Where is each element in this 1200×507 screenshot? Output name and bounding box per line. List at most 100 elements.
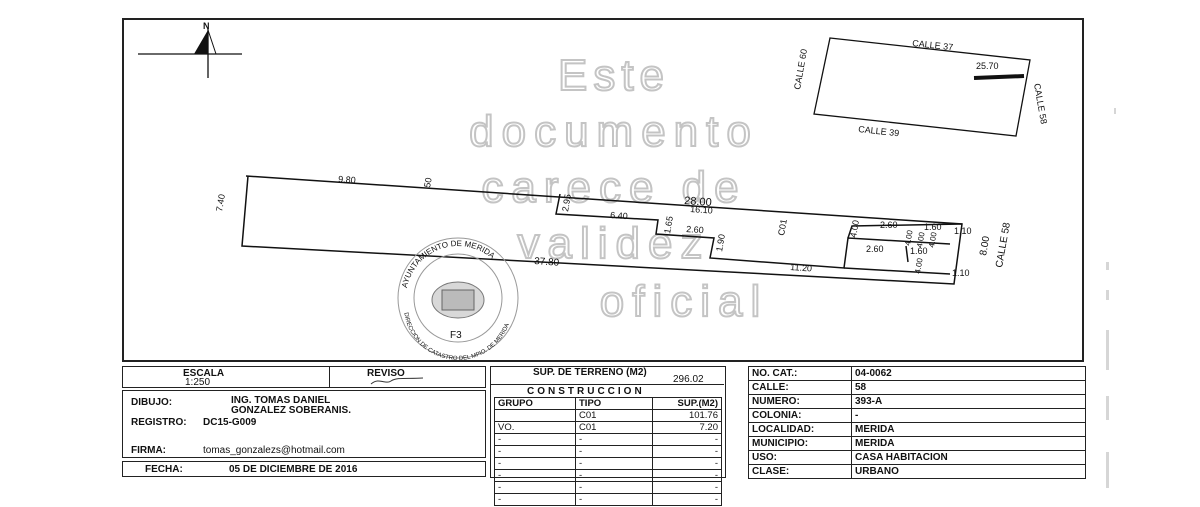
scan-margin	[1100, 0, 1200, 507]
table-row: - - -	[494, 457, 722, 470]
cell: C01	[575, 409, 653, 422]
cell: -	[652, 457, 722, 470]
scan-artifact	[1106, 262, 1109, 270]
dim-bottom-right: 11.20	[790, 262, 813, 274]
north-arrow-icon: N	[138, 21, 242, 78]
registro-label: REGISTRO:	[131, 417, 187, 428]
cell: -	[575, 445, 653, 458]
info-value: 04-0062	[851, 366, 1086, 381]
table-row: - - -	[494, 493, 722, 506]
fecha-value: 05 DE DICIEMBRE DE 2016	[229, 464, 358, 475]
street-left: CALLE 60	[792, 48, 809, 90]
info-label: CLASE:	[748, 464, 852, 479]
cell: -	[652, 445, 722, 458]
watermark: Este documento carece de validez oficial	[468, 50, 761, 327]
watermark-line-2: documento	[469, 107, 759, 156]
north-label: N	[203, 21, 210, 31]
scan-artifact	[1106, 452, 1109, 488]
dibujo-line-1: ING. TOMAS DANIEL	[231, 395, 331, 406]
table-row: - - -	[494, 445, 722, 458]
escala-reviso-box: ESCALA 1:250 REVISO	[122, 366, 486, 388]
street-bottom: CALLE 39	[858, 124, 900, 138]
info-value: URBANO	[851, 464, 1086, 479]
info-value: CASA HABITACION	[851, 450, 1086, 465]
info-row: COLONIA: -	[748, 408, 1086, 423]
watermark-line-1: Este	[558, 51, 670, 100]
dim-d13: 2.60	[866, 244, 884, 254]
sup-terreno-value: 296.02	[673, 374, 704, 385]
cell: -	[494, 481, 576, 494]
info-row: CLASE: URBANO	[748, 464, 1086, 479]
room-label: C01	[776, 218, 789, 236]
property-info-table: NO. CAT.: 04-0062 CALLE: 58 NUMERO: 393-…	[748, 366, 1086, 479]
info-label: COLONIA:	[748, 408, 852, 423]
scan-artifact	[1106, 330, 1109, 370]
registro-value: DC15-G009	[203, 417, 257, 428]
info-label: USO:	[748, 450, 852, 465]
cell: -	[652, 481, 722, 494]
dim-d11: 4.00	[915, 231, 927, 248]
cell: -	[652, 469, 722, 482]
dim-top-long: 28.00	[684, 195, 712, 209]
location-map: CALLE 37 CALLE 39 CALLE 60 CALLE 58 25.7…	[792, 37, 1049, 138]
cell: -	[575, 469, 653, 482]
dim-d4: 2.60	[686, 224, 704, 235]
lot-dimensions: 7.40 9.80 50 28.00 16.10 37.80 11.20 2.9…	[214, 174, 1013, 278]
firma-label: FIRMA:	[131, 445, 166, 456]
info-value: -	[851, 408, 1086, 423]
dim-d16: 1.10	[952, 268, 970, 278]
cell: -	[652, 493, 722, 506]
dibujo-label: DIBUJO:	[131, 397, 173, 408]
info-label: LOCALIDAD:	[748, 422, 852, 437]
info-label: MUNICIPIO:	[748, 436, 852, 451]
seal-code: F3	[450, 330, 462, 341]
cell: VO.	[494, 421, 576, 434]
scan-artifact	[1106, 396, 1109, 420]
table-row: VO. C01 7.20	[494, 421, 722, 434]
dim-d5: 1.90	[714, 233, 727, 252]
firma-value: tomas_gonzalezs@hotmail.com	[203, 445, 345, 456]
street-right: CALLE 58	[1032, 83, 1049, 125]
cell: 7.20	[652, 421, 722, 434]
dim-d9: 1.10	[954, 226, 972, 236]
construccion-label: CONSTRUCCION	[527, 386, 645, 397]
dim-d3: 1.65	[662, 215, 675, 234]
construccion-header-row: GRUPO TIPO SUP.(M2)	[494, 397, 722, 410]
cell: -	[575, 493, 653, 506]
info-row: NO. CAT.: 04-0062	[748, 366, 1086, 381]
table-row: C01 101.76	[494, 409, 722, 422]
cell: -	[575, 481, 653, 494]
info-row: NUMERO: 393-A	[748, 394, 1086, 409]
table-row: - - -	[494, 433, 722, 446]
cell: -	[575, 457, 653, 470]
dim-d6: 4.00	[848, 219, 861, 238]
watermark-line-4: validez	[518, 219, 711, 268]
scan-artifact	[1114, 108, 1116, 114]
cell: -	[575, 433, 653, 446]
cell: C01	[575, 421, 653, 434]
cell: -	[494, 433, 576, 446]
sup-terreno-label: SUP. DE TERRENO (M2)	[533, 367, 647, 378]
info-row: LOCALIDAD: MERIDA	[748, 422, 1086, 437]
cell	[494, 409, 576, 422]
dim-inner-long: 16.10	[690, 204, 713, 216]
scan-artifact	[1106, 290, 1109, 300]
cell: -	[494, 469, 576, 482]
dim-top-left: 9.80	[338, 174, 356, 185]
table-row: - - -	[494, 481, 722, 494]
dim-right-street: CALLE 58	[994, 221, 1013, 268]
info-row: USO: CASA HABITACION	[748, 450, 1086, 465]
info-row: MUNICIPIO: MERIDA	[748, 436, 1086, 451]
dim-d14: 1.60	[910, 246, 928, 256]
cell: -	[494, 493, 576, 506]
seal-top-text: AYUNTAMIENTO DE MERIDA	[400, 239, 497, 289]
dibujo-line-2: GONZALEZ SOBERANIS.	[231, 405, 352, 416]
info-value: MERIDA	[851, 436, 1086, 451]
info-label: CALLE:	[748, 380, 852, 395]
info-value: 58	[851, 380, 1086, 395]
construccion-table: GRUPO TIPO SUP.(M2) C01 101.76 VO. C01 7…	[494, 397, 722, 506]
plan-drawing: Este documento carece de validez oficial…	[138, 21, 1049, 362]
fecha-box: FECHA: 05 DE DICIEMBRE DE 2016	[122, 461, 486, 477]
construccion-col-grupo: GRUPO	[494, 397, 576, 410]
construccion-col-sup: SUP.(M2)	[652, 397, 722, 410]
